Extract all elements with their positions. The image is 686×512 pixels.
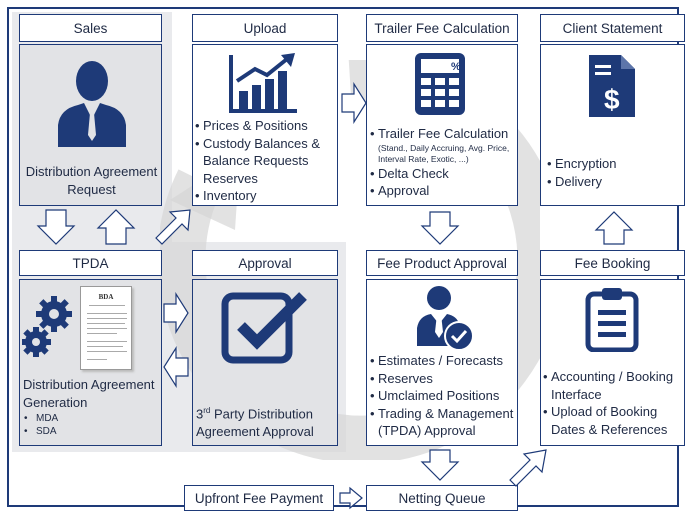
fee-booking-panel: Accounting / Booking Interface Upload of… [540,279,685,446]
arrow-diagonal-up-icon [509,449,547,487]
svg-text:%: % [451,61,461,73]
arrow-down-icon [420,449,460,481]
client-item: Encryption [547,155,683,173]
agreement-document: BDA [80,286,132,370]
approval-sup: rd [203,406,211,415]
trailer-item: Delta Check [370,165,518,183]
approval-rest: Party Distribution [210,406,313,422]
arrow-left-icon [163,346,189,388]
fee-booking-header: Fee Booking [540,250,685,276]
arrow-right-icon [339,486,363,510]
arrow-down-icon [36,209,76,245]
fee-product-item: Trading & Management (TPDA) Approval [370,405,518,440]
bar-chart-up-icon [229,53,297,113]
calculator-icon: % [415,53,465,115]
upload-item: Prices & Positions [195,117,337,135]
approval-line-1: 3rd Party Distribution [196,402,338,423]
trailer-item: Trailer Fee Calculation (Stand., Daily A… [370,125,518,165]
svg-text:$: $ [604,84,620,115]
fee-product-item: Umclaimed Positions [370,387,518,405]
trailer-list: Trailer Fee Calculation (Stand., Daily A… [370,125,518,200]
upload-item: Custody Balances & Balance Requests Rese… [195,135,337,188]
document-title: BDA [98,293,114,301]
arrow-up-icon [594,211,634,245]
tpda-panel: BDA Distribution Agreement Generation MD… [19,279,162,446]
trailer-item: Approval [370,182,518,200]
trailer-item-text: Trailer Fee Calculation [378,126,509,141]
fee-booking-item: Upload of Booking Dates & References [543,403,685,438]
upload-item: Inventory [195,187,337,205]
client-panel: $ Encryption Delivery [540,44,685,206]
checkmark-box-icon [221,292,307,364]
tpda-header: TPDA [19,250,162,276]
approval-text: 3rd Party Distribution Agreement Approva… [196,402,338,440]
clipboard-icon [585,288,639,352]
fee-product-item: Estimates / Forecasts [370,352,518,370]
upload-panel: Prices & Positions Custody Balances & Ba… [192,44,338,206]
trailer-header: Trailer Fee Calculation [366,14,518,42]
tpda-title: Distribution Agreement Generation [23,377,155,410]
trailer-panel: % Trailer Fee Calculation (Stand., Daily… [366,44,518,206]
fee-booking-item: Accounting / Booking Interface [543,368,685,403]
sales-label: Distribution Agreement Request [25,164,158,197]
approval-line-2: Agreement Approval [196,423,314,439]
arrow-diagonal-up-icon [155,209,191,245]
arrow-up-icon [96,209,136,245]
person-silhouette-icon [58,61,126,147]
person-check-icon [417,286,474,351]
arrow-right-icon [341,82,367,124]
tpda-list: MDA SDA [22,412,160,438]
upfront-fee-box: Upfront Fee Payment [184,485,334,511]
fee-product-item: Reserves [370,370,518,388]
sales-panel: Distribution Agreement Request [19,44,162,206]
netting-queue-box: Netting Queue [366,485,518,511]
upload-header: Upload [192,14,338,42]
fee-booking-list: Accounting / Booking Interface Upload of… [543,368,685,438]
arrow-right-icon [163,292,189,334]
dollar-document-icon: $ [589,55,635,117]
fee-product-list: Estimates / Forecasts Reserves Umclaimed… [370,352,518,440]
approval-prefix: 3 [196,406,204,422]
sales-header: Sales [19,14,162,42]
fee-product-header: Fee Product Approval [366,250,518,276]
client-list: Encryption Delivery [547,155,683,190]
tpda-item: SDA [22,425,160,438]
tpda-item: MDA [22,412,160,425]
upload-list: Prices & Positions Custody Balances & Ba… [195,117,337,205]
approval-header: Approval [192,250,338,276]
gears-icon [22,296,72,357]
trailer-note: (Stand., Daily Accruing, Avg. Price, Int… [378,142,510,164]
client-header: Client Statement [540,14,685,42]
fee-product-panel: Estimates / Forecasts Reserves Umclaimed… [366,279,518,446]
approval-panel: 3rd Party Distribution Agreement Approva… [192,279,338,446]
client-item: Delivery [547,173,683,191]
arrow-down-icon [420,211,460,245]
